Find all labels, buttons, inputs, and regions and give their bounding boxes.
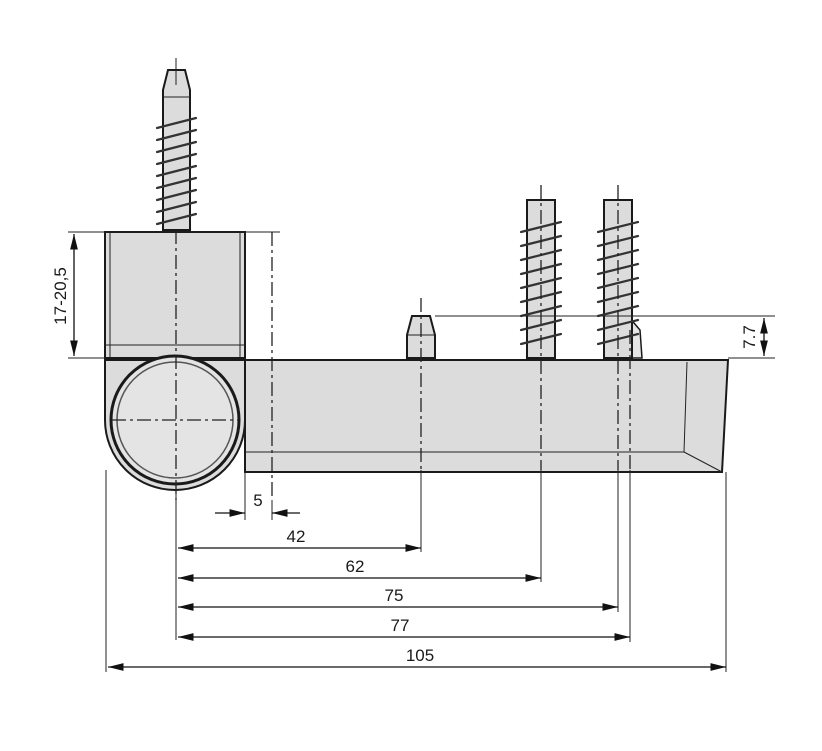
body-screw-2 [596, 199, 643, 359]
extension-lines [68, 231, 775, 672]
dim-label-62: 62 [346, 557, 365, 576]
center-lines [112, 185, 631, 500]
dim-label-75: 75 [385, 586, 404, 605]
hinge-body [244, 359, 730, 473]
dim-label-17-20-5: 17-20,5 [51, 267, 70, 325]
dim-label-5: 5 [253, 491, 262, 510]
dim-label-7-7: 7.7 [740, 325, 759, 349]
frame-block [104, 231, 246, 359]
dim-label-42: 42 [287, 527, 306, 546]
top-screw [155, 58, 198, 231]
dim-label-77: 77 [391, 616, 410, 635]
dimension-lines [70, 234, 768, 671]
dim-label-105: 105 [406, 646, 434, 665]
